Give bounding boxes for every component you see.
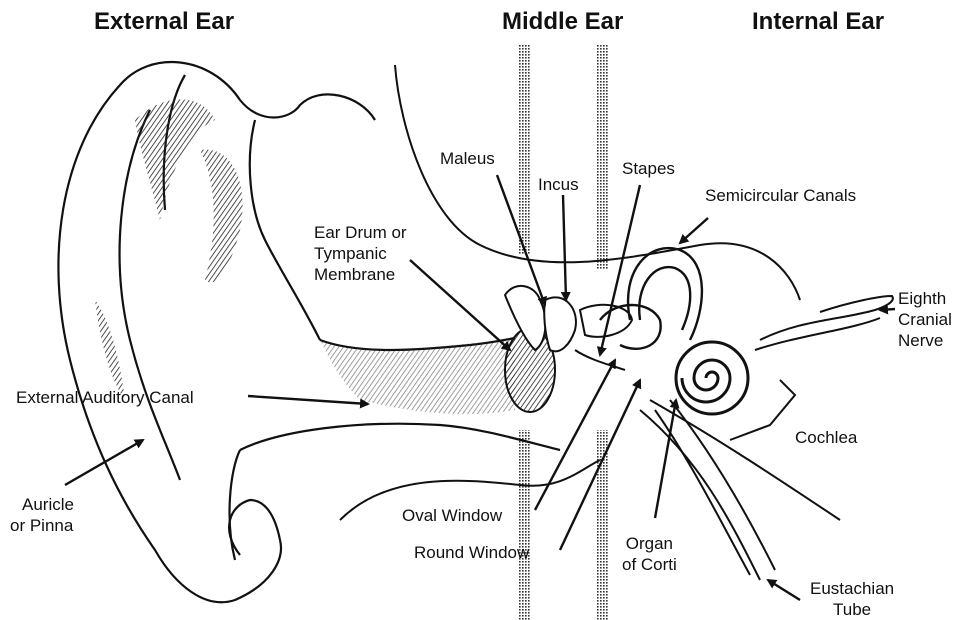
label-oval-window: Oval Window <box>402 505 502 526</box>
auricle-shading-inner <box>200 150 243 283</box>
label-auricle-line1: Auricle <box>10 494 74 515</box>
auricle-shading <box>135 99 215 220</box>
label-corti-line2: of Corti <box>622 554 677 575</box>
label-nerve-line2: Cranial <box>898 309 952 330</box>
arrow-nerve <box>880 309 895 310</box>
arrow-incus <box>563 195 566 300</box>
label-external-auditory-canal: External Auditory Canal <box>16 387 194 408</box>
label-semicircular-canals: Semicircular Canals <box>705 185 856 206</box>
label-organ-of-corti: Organ of Corti <box>622 533 677 575</box>
label-ear-drum-line3: Membrane <box>314 264 407 285</box>
label-nerve-line1: Eighth <box>898 288 952 309</box>
label-nerve-line3: Nerve <box>898 330 952 351</box>
label-ear-drum-line1: Ear Drum or <box>314 222 407 243</box>
label-auricle: Auricle or Pinna <box>10 494 74 536</box>
label-auricle-line2: or Pinna <box>10 515 74 536</box>
arrow-ear-drum <box>410 260 510 350</box>
label-corti-line1: Organ <box>622 533 677 554</box>
label-eighth-cranial-nerve: Eighth Cranial Nerve <box>898 288 952 351</box>
header-middle-ear: Middle Ear <box>502 8 623 36</box>
label-ear-drum-line2: Tympanic <box>314 243 407 264</box>
label-round-window: Round Window <box>414 542 529 563</box>
eighth-nerve-drawing <box>755 296 893 350</box>
label-eustachian-line2: Tube <box>810 599 894 620</box>
label-ear-drum: Ear Drum or Tympanic Membrane <box>314 222 407 285</box>
arrow-auricle <box>65 440 143 485</box>
label-maleus: Maleus <box>440 148 495 169</box>
header-internal-ear: Internal Ear <box>752 8 884 36</box>
arrow-semicircular <box>680 218 708 243</box>
arrow-eustachian <box>768 580 800 600</box>
label-eustachian-tube: Eustachian Tube <box>810 578 894 620</box>
arrow-canal <box>248 396 368 404</box>
label-stapes: Stapes <box>622 158 675 179</box>
label-cochlea: Cochlea <box>795 427 857 448</box>
arrow-corti <box>655 400 676 518</box>
label-incus: Incus <box>538 174 579 195</box>
label-eustachian-line1: Eustachian <box>810 578 894 599</box>
header-external-ear: External Ear <box>94 8 234 36</box>
auricle-shading-lower <box>95 300 125 400</box>
